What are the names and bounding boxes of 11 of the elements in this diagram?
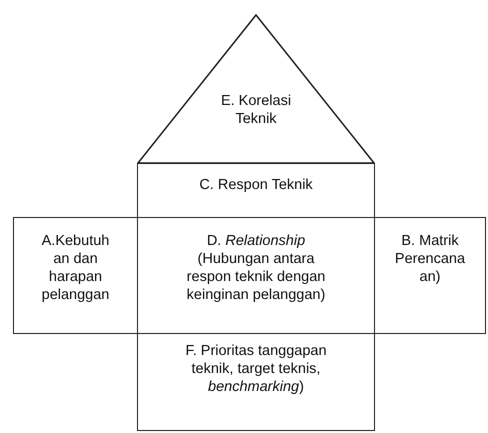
section-label: C. Respon Teknik [198, 176, 314, 194]
section-label: D. Relationship [206, 232, 306, 250]
section-label: (Hubungan antara respon teknik dengan keinginan pelanggan) [186, 250, 326, 304]
matrix-section [137, 333, 375, 431]
section-label: B. Matrik Perencana an) [394, 232, 466, 286]
matrix-section [13, 217, 138, 334]
section-label: F. Prioritas tanggapan teknik, target teknis, benchmarking) [184, 342, 328, 396]
section-label: A.Kebutuh an dan harapan pelanggan [40, 232, 110, 304]
matrix-section [137, 163, 375, 218]
section-label: E. Korelasi Teknik [220, 92, 292, 128]
matrix-section [374, 217, 486, 334]
